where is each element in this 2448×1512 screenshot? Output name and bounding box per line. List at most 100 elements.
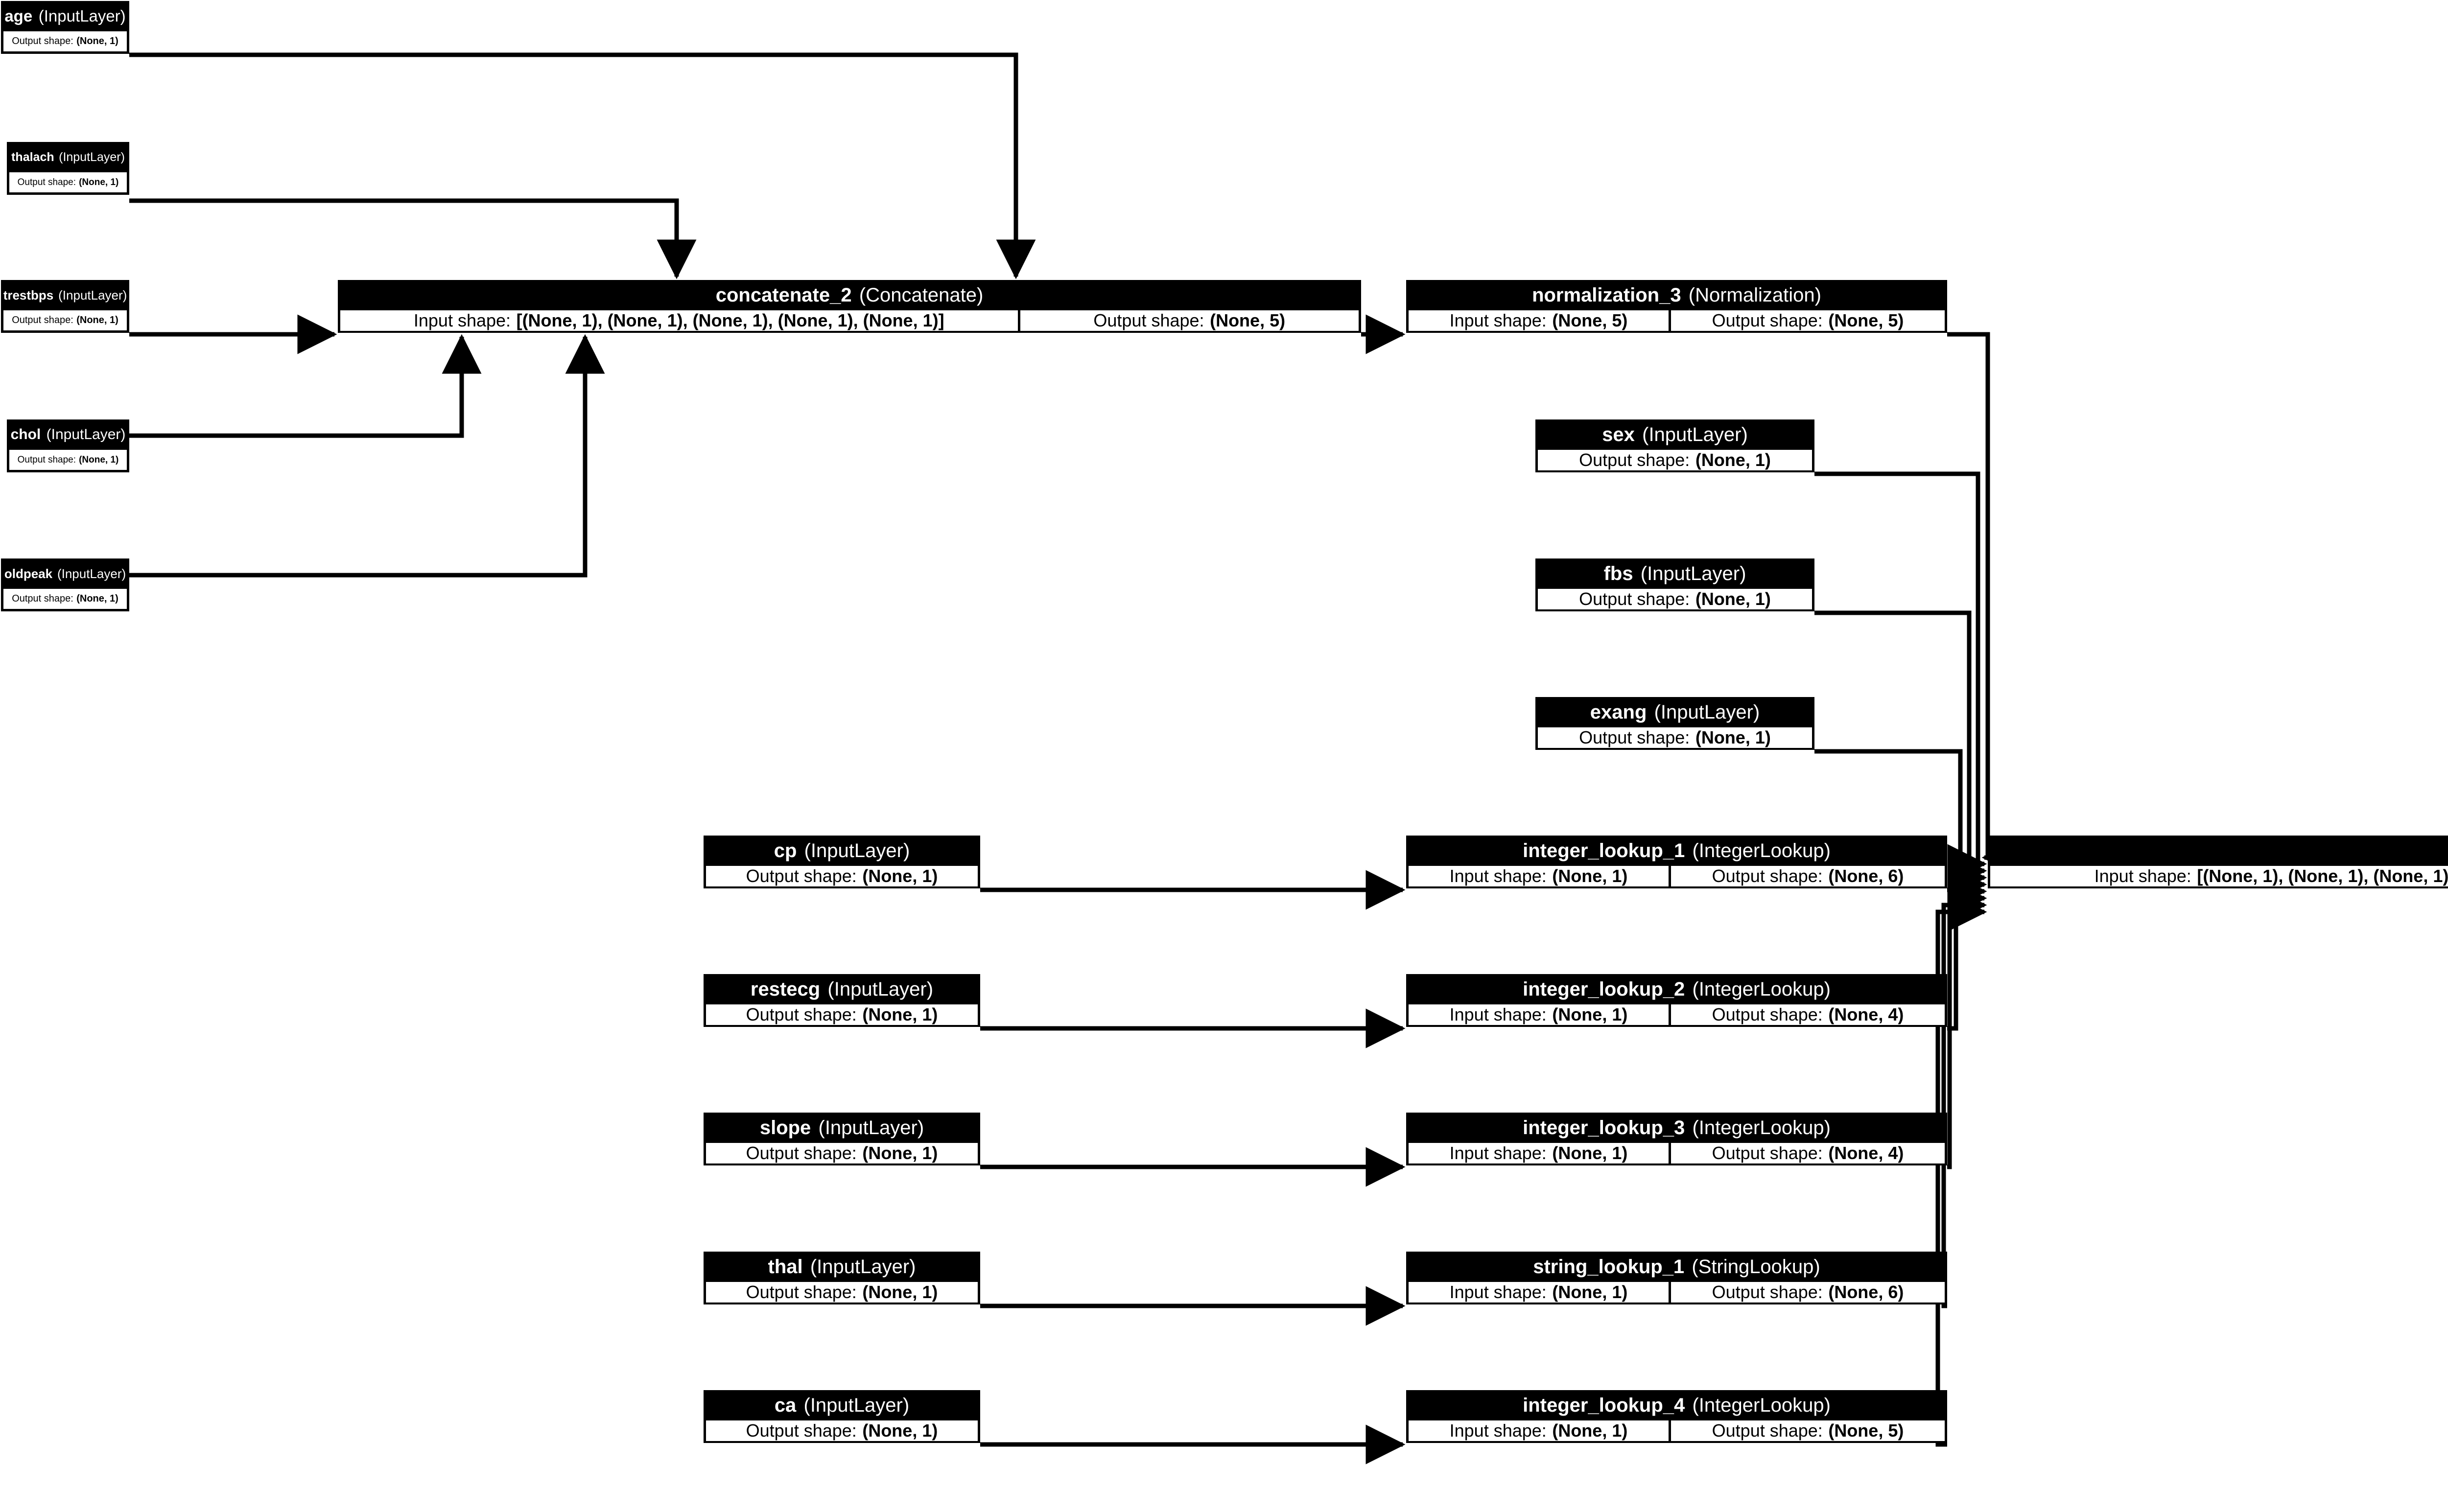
shape-label: Output shape: xyxy=(1712,1420,1823,1441)
node-concatenate_3-input-shape: Input shape:[(None, 1), (None, 1), (None… xyxy=(1990,866,2448,886)
node-type-integer_lookup_2: (IntegerLookup) xyxy=(1692,978,1831,1000)
shape-value: [(None, 1), (None, 1), (None, 1), (None,… xyxy=(516,310,944,330)
node-trestbps[interactable]: trestbps(InputLayer)Output shape:(None, … xyxy=(1,280,129,333)
node-chol[interactable]: chol(InputLayer)Output shape:(None, 1) xyxy=(7,419,129,472)
shape-value: (None, 6) xyxy=(1828,866,1904,886)
node-concatenate_2-output-shape: Output shape:(None, 5) xyxy=(1017,310,1359,331)
node-normalization_3[interactable]: normalization_3(Normalization)Input shap… xyxy=(1406,280,1947,333)
shape-label: Output shape: xyxy=(1579,450,1690,470)
node-integer_lookup_4-input-shape: Input shape:(None, 1) xyxy=(1409,1420,1669,1441)
node-concatenate_2[interactable]: concatenate_2(Concatenate)Input shape:[(… xyxy=(338,280,1361,333)
node-integer_lookup_1[interactable]: integer_lookup_1(IntegerLookup)Input sha… xyxy=(1406,836,1947,888)
node-type-integer_lookup_4: (IntegerLookup) xyxy=(1692,1394,1831,1416)
node-title-integer_lookup_1: integer_lookup_1 xyxy=(1523,839,1685,861)
node-type-oldpeak: (InputLayer) xyxy=(57,566,126,581)
node-title-trestbps: trestbps xyxy=(3,287,54,302)
node-header-slope: slope(InputLayer) xyxy=(706,1115,978,1140)
node-header-concatenate_2: concatenate_2(Concatenate) xyxy=(340,282,1359,308)
node-type-restecg: (InputLayer) xyxy=(827,978,934,1000)
node-type-ca: (InputLayer) xyxy=(803,1394,910,1416)
node-integer_lookup_4-output-shape: Output shape:(None, 5) xyxy=(1669,1420,1945,1441)
shape-value: (None, 5) xyxy=(1552,310,1628,330)
shape-value: (None, 1) xyxy=(1552,1143,1628,1163)
node-header-chol: chol(InputLayer) xyxy=(9,422,127,447)
node-header-cp: cp(InputLayer) xyxy=(706,838,978,863)
shape-label: Input shape: xyxy=(1449,1282,1547,1302)
shape-label: Output shape: xyxy=(1579,727,1690,747)
node-integer_lookup_3[interactable]: integer_lookup_3(IntegerLookup)Input sha… xyxy=(1406,1113,1947,1165)
node-exang-output-shape: Output shape:(None, 1) xyxy=(1538,727,1812,748)
node-title-fbs: fbs xyxy=(1603,562,1633,584)
shape-label: Output shape: xyxy=(1579,589,1690,609)
node-integer_lookup_2-output-shape: Output shape:(None, 4) xyxy=(1669,1004,1945,1025)
shape-value: (None, 1) xyxy=(1695,589,1771,609)
shape-label: Input shape: xyxy=(1449,866,1547,886)
node-title-concatenate_2: concatenate_2 xyxy=(715,284,852,306)
node-string_lookup_1[interactable]: string_lookup_1(StringLookup)Input shape… xyxy=(1406,1252,1947,1304)
node-title-sex: sex xyxy=(1602,423,1635,445)
node-normalization_3-input-shape: Input shape:(None, 5) xyxy=(1409,310,1669,331)
node-type-sex: (InputLayer) xyxy=(1642,423,1748,445)
node-body-exang: Output shape:(None, 1) xyxy=(1538,725,1812,748)
node-header-integer_lookup_4: integer_lookup_4 (IntegerLookup) xyxy=(1409,1393,1945,1418)
node-oldpeak-output-shape: Output shape:(None, 1) xyxy=(3,589,127,609)
shape-label: Output shape: xyxy=(1712,310,1823,330)
node-title-chol: chol xyxy=(10,426,41,442)
node-body-integer_lookup_1: Input shape:(None, 1)Output shape:(None,… xyxy=(1409,863,1945,886)
node-age[interactable]: age(InputLayer)Output shape:(None, 1) xyxy=(1,1,129,54)
shape-label: Output shape: xyxy=(1093,310,1204,330)
node-ca[interactable]: ca(InputLayer)Output shape:(None, 1) xyxy=(704,1390,980,1443)
shape-value: (None, 1) xyxy=(76,315,118,326)
node-integer_lookup_3-output-shape: Output shape:(None, 4) xyxy=(1669,1143,1945,1163)
node-normalization_3-output-shape: Output shape:(None, 5) xyxy=(1669,310,1945,331)
node-sex[interactable]: sex(InputLayer)Output shape:(None, 1) xyxy=(1535,419,1814,472)
node-title-ca: ca xyxy=(774,1394,797,1416)
node-concatenate_3[interactable]: concatenate_3(Concatenate)Input shape:[(… xyxy=(1988,836,2448,888)
edge-integer_lookup_3-to-concatenate_3 xyxy=(1947,878,1987,1169)
node-string_lookup_1-output-shape: Output shape:(None, 6) xyxy=(1669,1282,1945,1303)
node-header-thal: thal(InputLayer) xyxy=(706,1254,978,1279)
node-integer_lookup_2[interactable]: integer_lookup_2(IntegerLookup)Input sha… xyxy=(1406,974,1947,1027)
node-exang[interactable]: exang (InputLayer) Output shape:(None, 1) xyxy=(1535,697,1814,750)
node-header-thalach: thalach(InputLayer) xyxy=(9,144,127,170)
node-type-exang: (InputLayer) xyxy=(1654,701,1760,723)
shape-value: (None, 1) xyxy=(1552,1420,1628,1441)
node-title-integer_lookup_2: integer_lookup_2 xyxy=(1523,978,1685,1000)
node-fbs-output-shape: Output shape:(None, 1) xyxy=(1538,589,1812,609)
shape-value: (None, 4) xyxy=(1828,1004,1904,1024)
node-age-output-shape: Output shape:(None, 1) xyxy=(3,31,127,51)
node-thalach[interactable]: thalach(InputLayer)Output shape:(None, 1… xyxy=(7,142,129,195)
node-oldpeak[interactable]: oldpeak(InputLayer)Output shape:(None, 1… xyxy=(1,558,129,611)
node-title-normalization_3: normalization_3 xyxy=(1532,284,1681,306)
shape-label: Output shape: xyxy=(12,315,73,326)
node-title-integer_lookup_4: integer_lookup_4 xyxy=(1523,1394,1685,1416)
node-restecg[interactable]: restecg(InputLayer)Output shape:(None, 1… xyxy=(704,974,980,1027)
node-title-string_lookup_1: string_lookup_1 xyxy=(1533,1256,1685,1278)
node-title-cp: cp xyxy=(774,839,797,861)
shape-label: Output shape: xyxy=(1712,1282,1823,1302)
node-title-restecg: restecg xyxy=(750,978,821,1000)
shape-label: Input shape: xyxy=(413,310,511,330)
node-body-normalization_3: Input shape:(None, 5)Output shape:(None,… xyxy=(1409,308,1945,331)
shape-label: Output shape: xyxy=(746,866,857,886)
shape-label: Input shape: xyxy=(1449,1420,1547,1441)
node-header-normalization_3: normalization_3(Normalization) xyxy=(1409,282,1945,308)
node-type-integer_lookup_1: (IntegerLookup) xyxy=(1692,839,1831,861)
node-fbs[interactable]: fbs(InputLayer)Output shape:(None, 1) xyxy=(1535,558,1814,611)
edge-fbs-to-concatenate_3 xyxy=(1814,610,1987,891)
node-cp[interactable]: cp(InputLayer) Output shape:(None, 1) xyxy=(704,836,980,888)
node-integer_lookup_1-output-shape: Output shape:(None, 6) xyxy=(1669,866,1945,886)
node-body-thal: Output shape:(None, 1) xyxy=(706,1279,978,1303)
node-slope[interactable]: slope(InputLayer)Output shape:(None, 1) xyxy=(704,1113,980,1165)
shape-value: (None, 1) xyxy=(79,177,119,187)
node-title-thalach: thalach xyxy=(11,150,54,164)
shape-value: (None, 1) xyxy=(76,36,118,47)
shape-label: Input shape: xyxy=(1449,310,1547,330)
node-cp-output-shape: Output shape:(None, 1) xyxy=(706,866,978,886)
shape-label: Output shape: xyxy=(12,36,73,47)
node-thal[interactable]: thal(InputLayer)Output shape:(None, 1) xyxy=(704,1252,980,1304)
node-integer_lookup_4[interactable]: integer_lookup_4 (IntegerLookup) Input sha… xyxy=(1406,1390,1947,1443)
node-title-exang: exang xyxy=(1590,701,1647,723)
shape-value: (None, 1) xyxy=(1695,727,1771,747)
